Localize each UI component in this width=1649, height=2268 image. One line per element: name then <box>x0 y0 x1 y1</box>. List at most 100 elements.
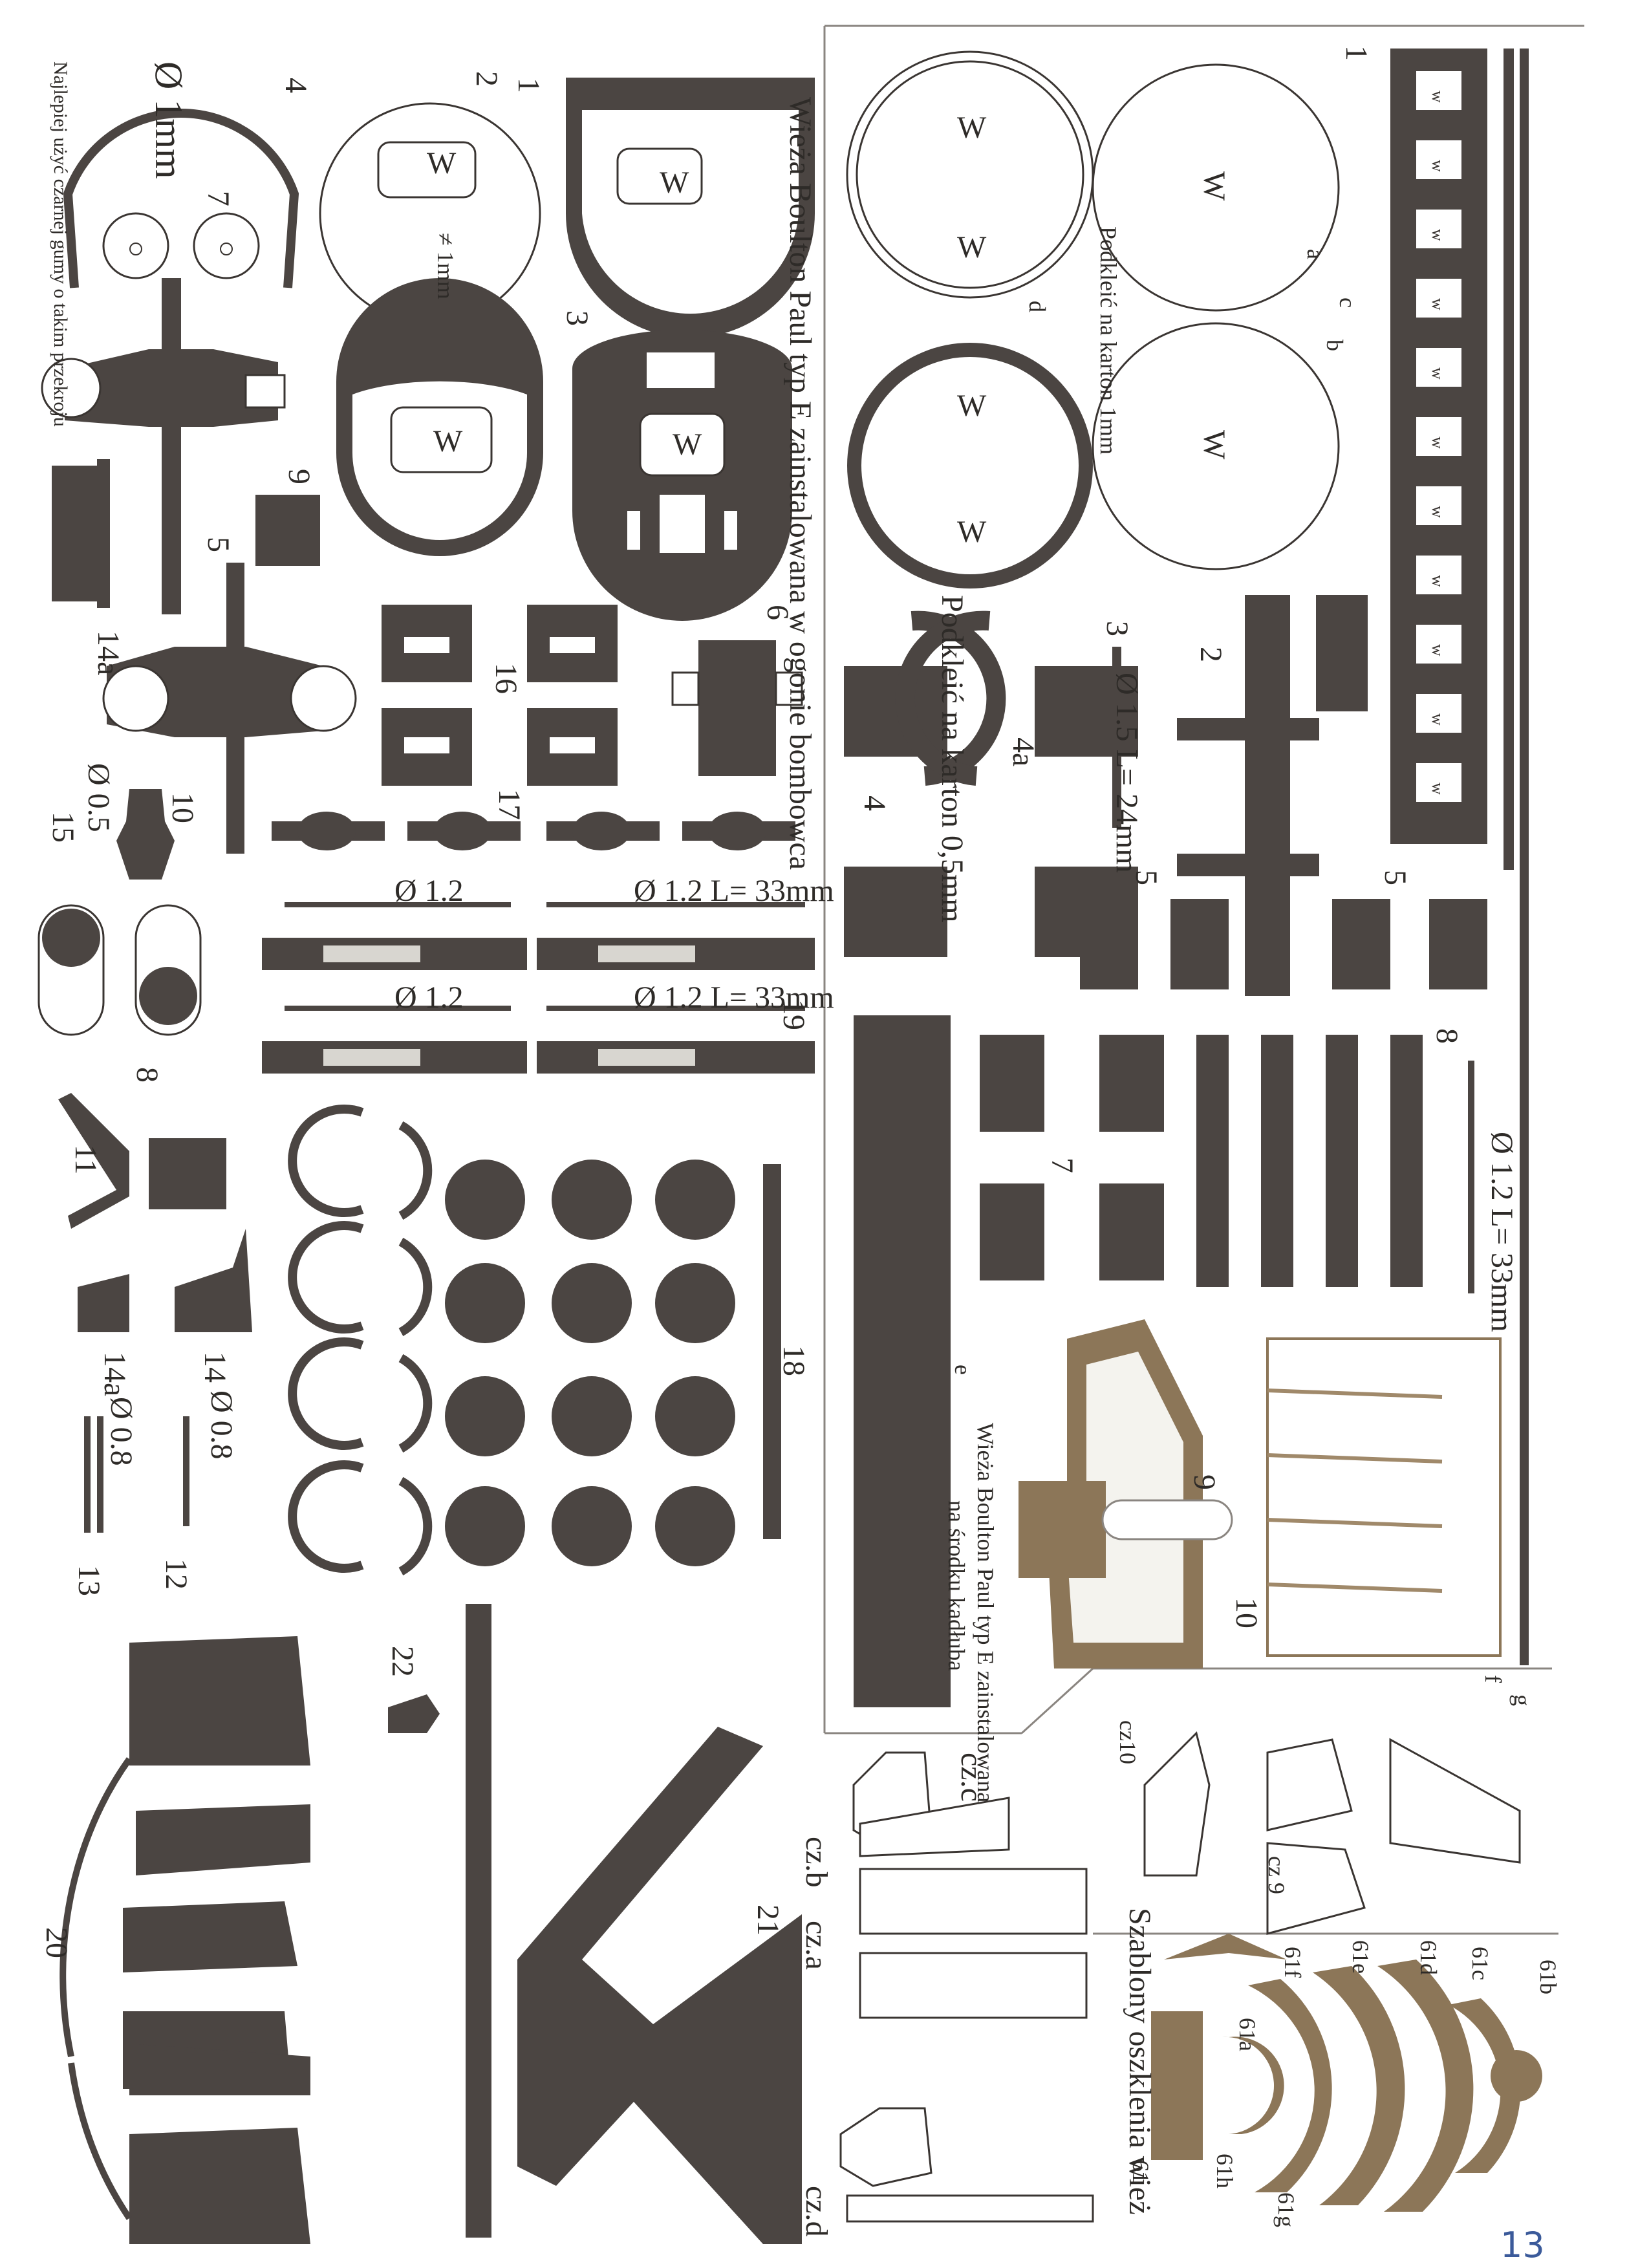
part-number-1: 1 <box>512 78 546 93</box>
part-number-13: 13 <box>72 1565 106 1596</box>
part-number-right-4: 4 <box>857 795 892 811</box>
sub-label-c: c <box>1335 297 1361 308</box>
part-number-9: 9 <box>282 469 316 484</box>
part-number-4: 4 <box>279 78 313 93</box>
part-number-right-3: 3 <box>1100 621 1134 636</box>
track-window-pane <box>1416 348 1461 387</box>
track-window-mark: w <box>1428 437 1447 449</box>
part-9-glazing-right <box>1018 1319 1233 1669</box>
track-window-mark: w <box>1428 229 1447 241</box>
part-22-v-frame <box>517 1727 802 2244</box>
part-5-arm-upper <box>41 278 286 614</box>
part-number-right-8: 8 <box>1430 1028 1464 1044</box>
part-3-plate-right <box>572 330 792 621</box>
glazing-templates <box>839 1731 1521 2223</box>
sub-label-g: g <box>1509 1694 1535 1706</box>
part-number-17: 16 <box>489 663 523 694</box>
part-10-small-cup <box>116 789 175 880</box>
glass-61c: 61c <box>1467 1947 1493 1980</box>
sub-label-f: f <box>1480 1675 1506 1683</box>
part-number-right-5b: 5 <box>1378 870 1412 885</box>
track-window-pane <box>1416 763 1461 802</box>
part-13-rod <box>84 1416 91 1533</box>
part-2-frame-right <box>1177 595 1368 996</box>
part-4-rubber-arch <box>63 109 299 288</box>
part-number-16: 15 <box>46 812 80 843</box>
glue-card-1mm-note: Podkleić na karton 1mm <box>1095 226 1121 455</box>
diameter-12-l33-label-1: Ø 1.2 L= 33mm <box>634 874 834 908</box>
window-mark: W <box>660 166 689 200</box>
part-number-22: 21 <box>751 1905 785 1936</box>
part-6-block <box>698 640 776 776</box>
glazing-cz-a-label: cz.a <box>799 1921 834 1970</box>
track-window-mark: w <box>1428 91 1447 103</box>
sub-label-b: b <box>1322 340 1348 351</box>
diameter-08-label-13: Ø 0.8 <box>104 1397 138 1466</box>
glass-61b: 61b <box>1535 1960 1561 1994</box>
part-8-wheels <box>38 904 202 1036</box>
part-17-brackets <box>382 605 618 786</box>
part-12-rod <box>183 1416 189 1526</box>
part-number-21: 20 <box>39 1927 74 1958</box>
diameter-12-l33-label-2: Ø 1.2 L= 33mm <box>634 980 834 1015</box>
glass-61f: 61f <box>1280 1947 1306 1978</box>
diameter-12-label-1: Ø 1.2 <box>394 874 464 908</box>
part-d-strip <box>466 1604 491 2238</box>
part-number-20: 19 <box>777 999 811 1030</box>
part-18-clips <box>272 812 795 850</box>
not-equal-1mm-label: ≠ 1mm <box>433 233 458 299</box>
track-window-mark: w <box>1428 160 1447 172</box>
part-a-rings <box>846 50 1340 589</box>
glazing-cz-c-label: cz.c <box>954 1753 989 1802</box>
track-window-pane <box>1416 417 1461 456</box>
track-window-mark: w <box>1428 298 1447 310</box>
part-number-15: 14a <box>91 631 125 676</box>
glass-61d: 61d <box>1416 1940 1441 1975</box>
track-window-pane <box>1416 694 1461 733</box>
part-3-plate-left <box>336 278 543 556</box>
part-5-blocks-right <box>1080 899 1487 989</box>
glazing-cz9-label: cz 9 <box>1264 1856 1289 1894</box>
track-window-pane <box>1416 71 1461 110</box>
part-number-14a: 14a <box>98 1352 132 1397</box>
part-19-arcs <box>288 1105 433 1576</box>
part-number-7: 7 <box>201 191 235 206</box>
diameter-15-label: Ø 1.5 L= 24mm <box>1110 673 1144 873</box>
track-window-pane <box>1416 625 1461 664</box>
part-23-cup <box>388 1694 440 1733</box>
glazing-cz-b-label: cz.b <box>799 1837 834 1888</box>
part-number-2: 2 <box>469 71 504 87</box>
part-10-glazing-right <box>1266 1337 1502 1657</box>
glazing-cz10-label: cz10 <box>1115 1720 1141 1764</box>
turret-glass-pieces <box>1151 1934 1542 2212</box>
part-21-frames <box>123 1636 310 2244</box>
part-8-right <box>1196 1035 1474 1293</box>
diameter-1mm-label: Ø 1mm <box>147 61 190 179</box>
glass-61: 61 <box>1128 2160 1154 2183</box>
glass-61e: 61e <box>1348 1940 1374 1974</box>
glass-61a: 61a <box>1234 2018 1260 2051</box>
diameter-05-label: Ø 0.5 <box>81 763 116 832</box>
window-mark: W <box>957 230 987 265</box>
sub-label-a: a <box>1302 249 1328 259</box>
sub-label-d: d <box>1024 301 1050 312</box>
diameter-08-label-12: Ø 0.8 <box>204 1390 239 1460</box>
part-number-5: 5 <box>201 537 235 552</box>
track-window-pane <box>1416 279 1461 318</box>
diameter-12-l33-right-label: Ø 1.2 L= 33mm <box>1485 1132 1519 1332</box>
window-mark: W <box>673 427 702 462</box>
part-14a-block <box>78 1274 129 1332</box>
part-number-6: 6 <box>760 605 795 620</box>
track-window-mark: w <box>1428 644 1447 656</box>
part-19-discs <box>445 1160 781 1566</box>
part-9-block <box>255 495 320 566</box>
track-window-mark: w <box>1428 367 1447 380</box>
part-number-11: 11 <box>69 1145 103 1175</box>
part-5-arm-lower <box>102 563 357 854</box>
diameter-12-label-2: Ø 1.2 <box>394 980 464 1015</box>
window-mark: W <box>957 111 987 145</box>
part-number-right-7: 7 <box>1045 1158 1079 1173</box>
